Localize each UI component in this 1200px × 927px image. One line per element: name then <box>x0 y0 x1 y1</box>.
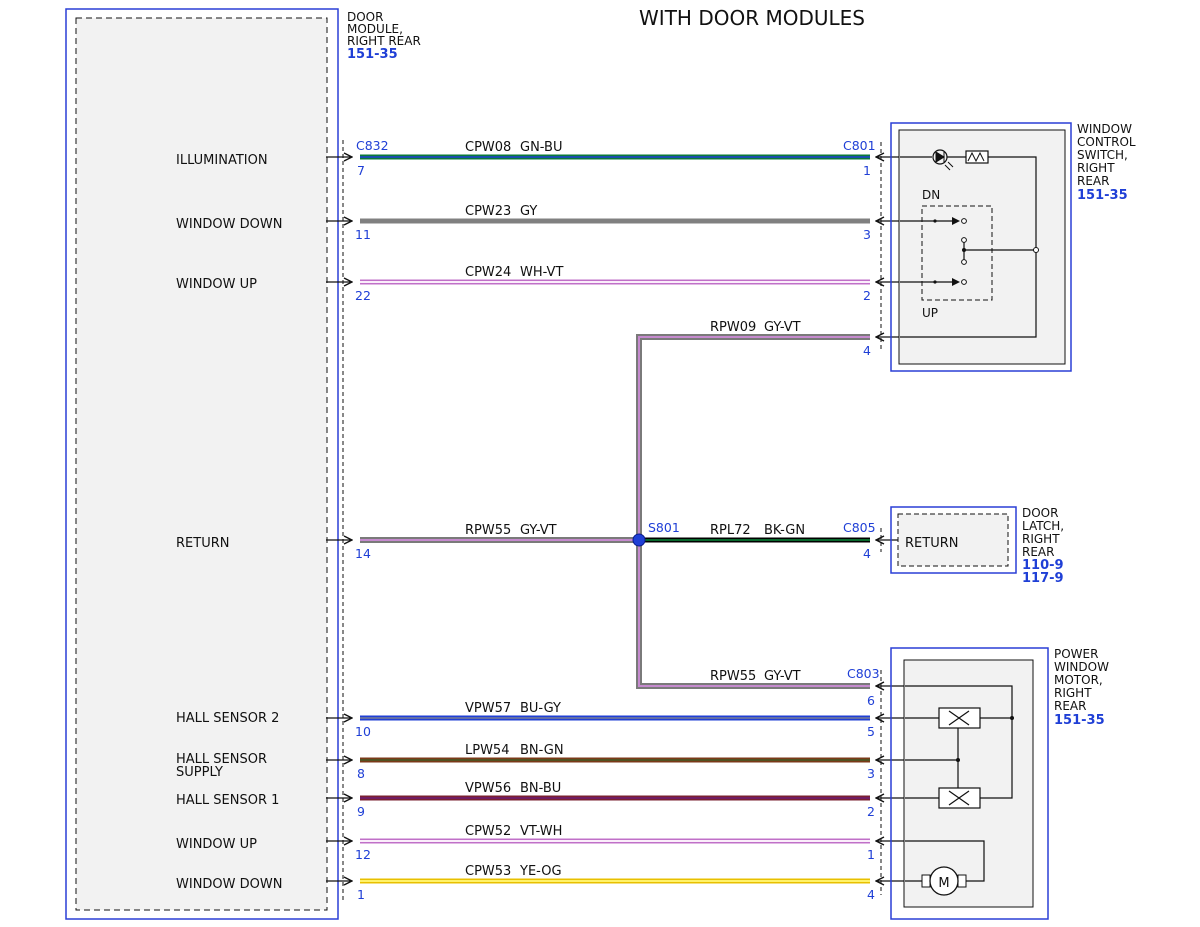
wire-color-vpw57: BU-GY <box>520 701 561 716</box>
switch-line-2: CONTROL <box>1077 135 1136 149</box>
wire-color-cpw08: GN-BU <box>520 140 562 155</box>
power-window-motor: M POWER WINDOW MOTOR, RIGHT REAR 151-35 <box>890 647 1109 920</box>
pin-num-9: 9 <box>357 804 365 819</box>
latch-line-1: DOOR <box>1022 506 1058 520</box>
motor-icon <box>929 866 959 896</box>
wire-label-vpw57: VPW57 <box>465 701 511 716</box>
switch-ref: 151-35 <box>1077 188 1128 203</box>
wire-color-cpw53: YE-OG <box>519 864 562 879</box>
splice-s801: S801 <box>648 520 680 535</box>
pin-num-8: 8 <box>357 766 365 781</box>
latch-inner-label: RETURN <box>905 536 958 551</box>
motor-line-2: WINDOW <box>1054 660 1109 674</box>
pin-num-c803-6: 6 <box>867 693 875 708</box>
pin-label-hall-supply-2: SUPPLY <box>176 765 223 780</box>
switch-dn-label: DN <box>922 188 940 202</box>
pin-num-11: 11 <box>355 227 371 242</box>
hall-sensor-icon <box>938 787 981 809</box>
wire-label-vpw56: VPW56 <box>465 781 511 796</box>
wire-label-cpw53: CPW53 <box>465 864 511 879</box>
wire-label-rpw55: RPW55 <box>465 523 511 538</box>
door-latch: RETURN DOOR LATCH, RIGHT REAR 110-9 117-… <box>890 506 1064 586</box>
door-module-line-1: DOOR <box>347 10 383 24</box>
wire-rpw-loop <box>636 334 870 689</box>
pin-num-c801-4: 4 <box>863 343 871 358</box>
wire-color-rpw55-b: GY-VT <box>764 669 801 684</box>
pin-num-c803-4: 4 <box>867 887 875 902</box>
pin-label-hall-supply-1: HALL SENSOR <box>176 752 267 767</box>
pin-num-1: 1 <box>357 887 365 902</box>
pin-label-window-up: WINDOW UP <box>176 277 257 292</box>
module-pin-stubs <box>326 157 352 881</box>
pin-num-c803-2: 2 <box>867 804 875 819</box>
pin-label-hall-sensor-1: HALL SENSOR 1 <box>176 793 279 808</box>
pin-num-14: 14 <box>355 546 371 561</box>
pin-num-c801-3: 3 <box>863 227 871 242</box>
wire-color-cpw52: VT-WH <box>520 824 562 839</box>
pin-num-c803-1: 1 <box>867 847 875 862</box>
motor-ref: 151-35 <box>1054 713 1105 728</box>
connector-c803: C803 <box>847 666 880 681</box>
wire-color-vpw56: BN-BU <box>520 781 561 796</box>
door-module-ref: 151-35 <box>347 47 398 62</box>
wire-label-rpw55-b: RPW55 <box>710 669 756 684</box>
wire-color-cpw24: WH-VT <box>520 265 563 280</box>
wire-color-rpw09: GY-VT <box>764 320 801 335</box>
pin-label-window-down: WINDOW DOWN <box>176 217 282 232</box>
hall-sensor-icon <box>938 707 981 729</box>
wire-color-rpw55: GY-VT <box>520 523 557 538</box>
wire-label-cpw52: CPW52 <box>465 824 511 839</box>
diagram-title: WITH DOOR MODULES <box>639 6 865 30</box>
wire-label-lpw54: LPW54 <box>465 743 509 758</box>
wire-color-cpw23: GY <box>520 204 537 219</box>
pin-label-hall-sensor-2: HALL SENSOR 2 <box>176 711 279 726</box>
switch-line-4: RIGHT <box>1077 161 1115 175</box>
switch-line-1: WINDOW <box>1077 122 1132 136</box>
wire-color-rpl72: BK-GN <box>764 523 805 538</box>
motor-label: M <box>938 876 949 891</box>
motor-line-1: POWER <box>1054 647 1098 661</box>
switch-line-3: SWITCH, <box>1077 148 1128 162</box>
wire-label-cpw23: CPW23 <box>465 204 511 219</box>
latch-line-2: LATCH, <box>1022 519 1064 533</box>
pin-num-10: 10 <box>355 724 371 739</box>
wire-label-cpw24: CPW24 <box>465 265 511 280</box>
pin-num-12: 12 <box>355 847 371 862</box>
pin-num-c803-3: 3 <box>867 766 875 781</box>
pin-label-return: RETURN <box>176 536 229 551</box>
latch-line-4: REAR <box>1022 545 1054 559</box>
door-module-line-3: RIGHT REAR <box>347 34 421 48</box>
pin-num-c805-4: 4 <box>863 546 871 561</box>
latch-line-3: RIGHT <box>1022 532 1060 546</box>
connector-c801: C801 <box>843 138 876 153</box>
motor-line-3: MOTOR, <box>1054 673 1103 687</box>
pin-label-window-down-2: WINDOW DOWN <box>176 877 282 892</box>
pin-num-c801-2: 2 <box>863 288 871 303</box>
wire-label-rpw09: RPW09 <box>710 320 756 335</box>
window-control-switch: DN UP WINDOW CONTROL SWITCH, RIGHT REAR … <box>890 122 1136 372</box>
door-module-line-2: MODULE, <box>347 22 403 36</box>
pin-num-c801-1: 1 <box>863 163 871 178</box>
resistor-icon <box>965 150 989 164</box>
wire-color-lpw54: BN-GN <box>520 743 564 758</box>
pin-label-illumination: ILLUMINATION <box>176 153 268 168</box>
pin-label-window-up-2: WINDOW UP <box>176 837 257 852</box>
latch-ref-2: 117-9 <box>1022 571 1064 586</box>
motor-line-5: REAR <box>1054 699 1086 713</box>
pin-num-7: 7 <box>357 163 365 178</box>
connector-c832: C832 <box>356 138 389 153</box>
pin-num-22: 22 <box>355 288 371 303</box>
motor-line-4: RIGHT <box>1054 686 1092 700</box>
door-module: DOOR MODULE, RIGHT REAR 151-35 <box>65 8 421 920</box>
latch-ref-1: 110-9 <box>1022 558 1064 573</box>
wire-label-rpl72: RPL72 <box>710 523 751 538</box>
wire-label-cpw08: CPW08 <box>465 140 511 155</box>
switch-up-label: UP <box>922 306 938 320</box>
splice-dot <box>632 533 646 547</box>
pin-num-c803-5: 5 <box>867 724 875 739</box>
connector-c805: C805 <box>843 520 876 535</box>
switch-line-5: REAR <box>1077 174 1109 188</box>
